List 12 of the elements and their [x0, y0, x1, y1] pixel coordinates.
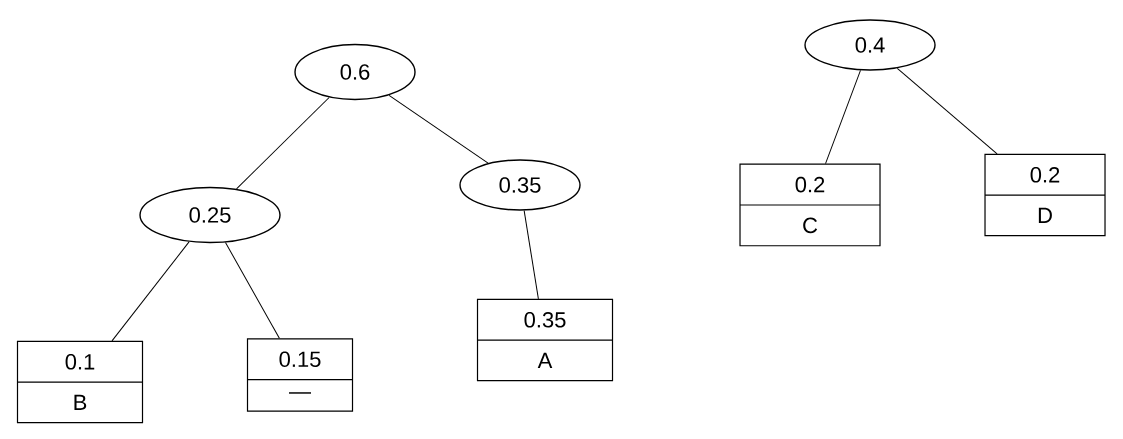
tree-edge	[236, 97, 330, 190]
tree-edge	[896, 67, 998, 155]
leaf-box: 0.15 —	[246, 338, 354, 412]
leaf-box: 0.1 B	[16, 340, 144, 424]
leaf-box: 0.2 D	[984, 153, 1106, 237]
tree-edge	[111, 241, 190, 342]
tree-edge	[225, 242, 280, 339]
tree-edge	[523, 210, 539, 300]
leaf-box: 0.2 C	[739, 163, 881, 247]
tree-edge	[388, 94, 489, 164]
leaf-box: 0.35 A	[476, 298, 614, 382]
tree-edge	[825, 69, 861, 165]
